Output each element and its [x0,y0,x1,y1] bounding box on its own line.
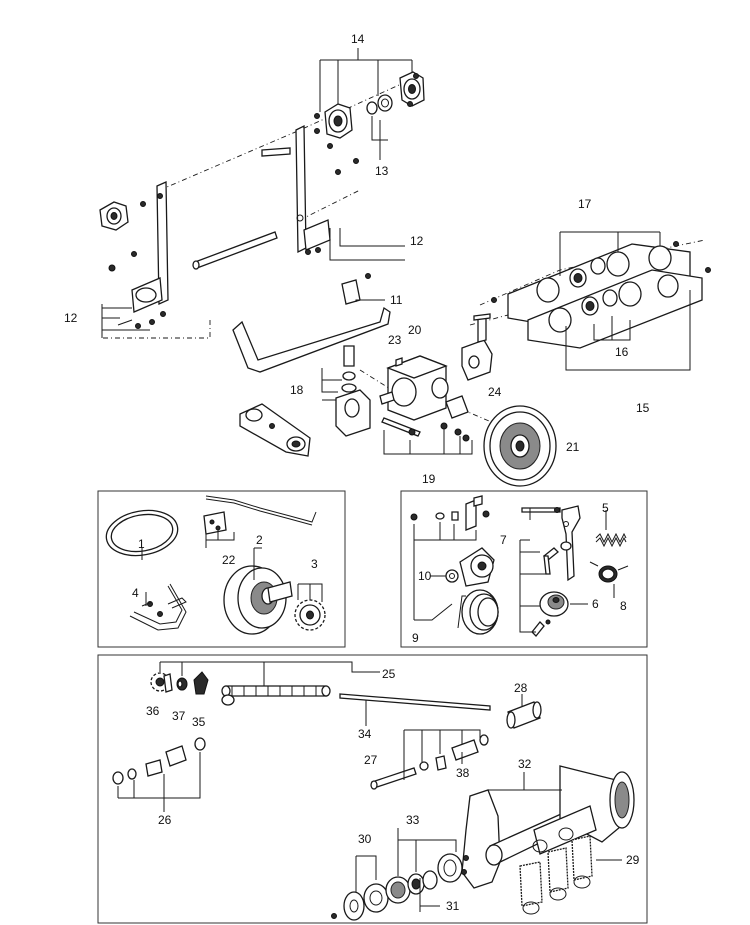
frame-32 [461,765,635,889]
gearbox-20 [379,313,493,421]
callout-10: 10 [418,569,432,583]
callout-12-right: 12 [410,234,424,248]
callout-30: 30 [358,832,372,846]
bearing-flange-14 [314,71,425,139]
callout-19: 19 [422,472,436,486]
bracket-plate-11 [232,273,391,373]
callout-1: 1 [138,537,145,551]
callout-38: 38 [456,766,470,780]
axle-rod-34 [339,693,491,711]
callout-25: 25 [382,667,396,681]
pulley-21 [483,405,557,487]
bolts-19 [381,417,470,442]
callout-numbers: 14 13 12 12 11 17 16 15 23 20 24 18 21 1… [64,32,650,913]
callout-21: 21 [566,440,580,454]
axle-assembly-box [97,654,648,924]
belt-1 [105,509,179,557]
cable-9 [457,589,499,635]
callout-34: 34 [358,727,372,741]
callout-9: 9 [412,631,419,645]
callout-16: 16 [615,345,629,359]
pulley-2 [223,565,293,635]
torsion-spring-8 [589,561,629,583]
sprocket-3 [294,599,326,631]
callout-7: 7 [500,533,507,547]
idler-pulley-6 [531,591,569,637]
left-bearing-and-shaft [99,181,278,329]
callout-6: 6 [592,597,599,611]
bushing-28 [506,701,542,729]
callout-28: 28 [514,681,528,695]
callout-5: 5 [602,501,609,515]
collar-37 [176,677,188,691]
leader-lines-box3 [117,661,622,912]
callout-33: 33 [406,813,420,827]
callout-36: 36 [146,704,160,718]
callout-8: 8 [620,599,627,613]
tensioner-kit-box [400,490,648,648]
rod-22 [203,495,317,535]
callout-22: 22 [222,553,236,567]
callout-24: 24 [488,385,502,399]
tensioner-hardware [410,495,490,531]
callout-2: 2 [256,533,263,547]
callout-37: 37 [172,709,186,723]
callout-12-left: 12 [64,311,78,325]
sprocket-36 [150,672,173,693]
callout-23: 23 [388,333,402,347]
belt-pulley-kit-box [97,490,346,648]
callout-14: 14 [351,32,365,46]
shaft-tube-25 [221,685,331,706]
callout-15: 15 [636,401,650,415]
vertical-bracket [261,124,359,255]
callout-27: 27 [364,753,378,767]
callout-18: 18 [290,383,304,397]
belt-link-plate [239,403,311,457]
leader-lines-box2 [413,508,615,633]
springs-29 [519,827,593,915]
callout-13: 13 [375,164,389,178]
tensioner-arm-7 [521,505,581,582]
callout-35: 35 [192,715,206,729]
yoke-35 [193,671,209,695]
callout-31: 31 [446,899,460,913]
bolt-set-27-38 [370,734,489,790]
callout-29: 29 [626,853,640,867]
callout-26: 26 [158,813,172,827]
callout-3: 3 [311,557,318,571]
spring-5 [595,532,627,548]
pulley-bracket-10 [445,547,495,587]
callout-20: 20 [408,323,422,337]
leader-lines-top [101,48,691,455]
callout-17: 17 [578,197,592,211]
bolt-set-26 [112,737,206,785]
callout-4: 4 [132,586,139,600]
callout-32: 32 [518,757,532,771]
callout-11: 11 [390,293,403,307]
leader-lines-box1 [141,530,323,606]
bracket-4 [129,583,187,631]
bearing-block-18 [335,345,371,437]
bearing-plates-15 [491,241,711,349]
